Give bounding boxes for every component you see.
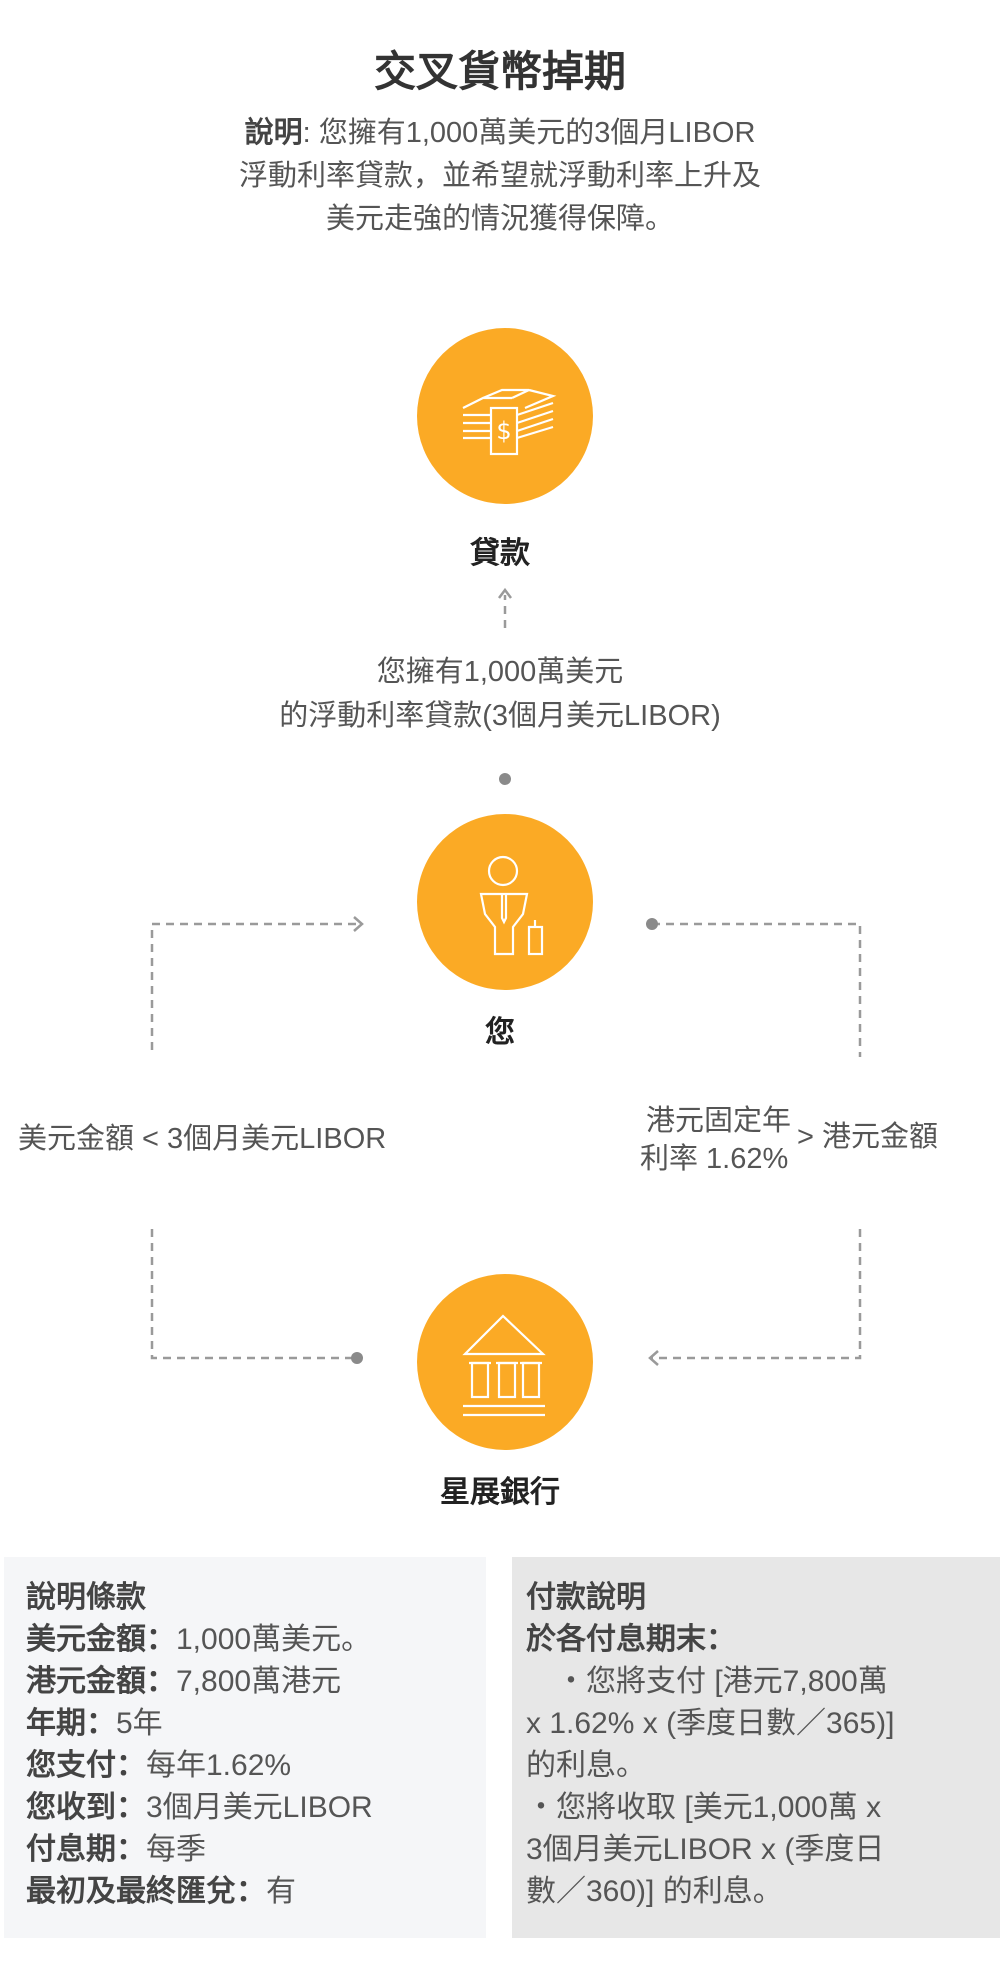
payment-line: ・您將支付 [港元7,800萬	[526, 1665, 888, 1698]
right-flow-line: 港元固定年	[646, 1105, 792, 1137]
payment-heading: 付款說明	[526, 1581, 646, 1614]
connector-dot	[351, 1352, 363, 1364]
terms-item: 美元金額：1,000萬美元。	[26, 1623, 372, 1656]
terms-heading: 說明條款	[26, 1581, 146, 1614]
money-stack-icon: $	[462, 388, 557, 456]
loan-label: 貸款	[470, 537, 530, 570]
terms-item: 最初及最終匯兌：有	[26, 1875, 296, 1908]
right-flow-label: 港元固定年 利率 1.62% > 港元金額	[640, 1102, 938, 1178]
bank-building-icon	[462, 1314, 546, 1417]
you-label: 您	[485, 1016, 515, 1049]
description: 說明: 您擁有1,000萬美元的3個月LIBOR 浮動利率貸款，並希望就浮動利率…	[0, 112, 1000, 241]
connector-dot	[499, 773, 511, 785]
payment-line: 的利息。	[526, 1749, 646, 1782]
right-top-connector	[652, 922, 862, 1057]
businessman-icon	[479, 855, 544, 956]
terms-panel: 說明條款 美元金額：1,000萬美元。 港元金額：7,800萬港元 年期：5年 …	[4, 1557, 486, 1938]
terms-item: 付息期：每季	[26, 1833, 206, 1866]
description-line: 美元走強的情況獲得保障。	[325, 203, 674, 235]
description-line: 浮動利率貸款，並希望就浮動利率上升及	[238, 160, 761, 192]
payment-line: 數／360)] 的利息。	[526, 1875, 783, 1908]
bank-node	[417, 1274, 593, 1450]
you-node	[417, 814, 593, 990]
connector-dot	[646, 918, 658, 930]
terms-item: 您收到：3個月美元LIBOR	[26, 1791, 373, 1824]
payment-panel: 付款說明 於各付息期末： ・您將支付 [港元7,800萬 x 1.62% x (…	[512, 1557, 1000, 1938]
terms-item: 您支付：每年1.62%	[26, 1749, 292, 1782]
bank-label: 星展銀行	[440, 1476, 560, 1509]
payment-subheading: 於各付息期末：	[526, 1623, 736, 1656]
loan-node: $	[417, 328, 593, 504]
terms-item: 港元金額：7,800萬港元	[26, 1665, 342, 1698]
svg-text:$: $	[496, 417, 511, 445]
description-label: 說明	[244, 117, 303, 149]
loan-description: 您擁有1,000萬美元 的浮動利率貸款(3個月美元LIBOR)	[0, 650, 1000, 738]
left-bottom-connector	[150, 1229, 357, 1360]
payment-line: 3個月美元LIBOR x (季度日	[526, 1833, 885, 1866]
right-bottom-connector	[652, 1229, 862, 1360]
payment-line: x 1.62% x (季度日數／365)]	[526, 1707, 895, 1740]
payment-line: ・您將收取 [美元1,000萬 x	[526, 1791, 882, 1824]
right-flow-line: 利率 1.62%	[640, 1143, 789, 1175]
page-title: 交叉貨幣掉期	[373, 48, 626, 95]
left-flow-label: 美元金額 < 3個月美元LIBOR	[18, 1123, 387, 1155]
terms-item: 年期：5年	[26, 1707, 163, 1740]
right-flow-suffix: > 港元金額	[797, 1121, 939, 1153]
arrow-up-icon	[498, 587, 512, 599]
loan-description-line: 您擁有1,000萬美元	[376, 656, 624, 688]
arrow-left-icon	[648, 1350, 659, 1366]
loan-description-line: 的浮動利率貸款(3個月美元LIBOR)	[279, 700, 721, 732]
left-top-connector	[150, 922, 356, 1050]
arrow-right-icon	[353, 916, 364, 932]
description-line: : 您擁有1,000萬美元的3個月LIBOR	[302, 117, 756, 149]
